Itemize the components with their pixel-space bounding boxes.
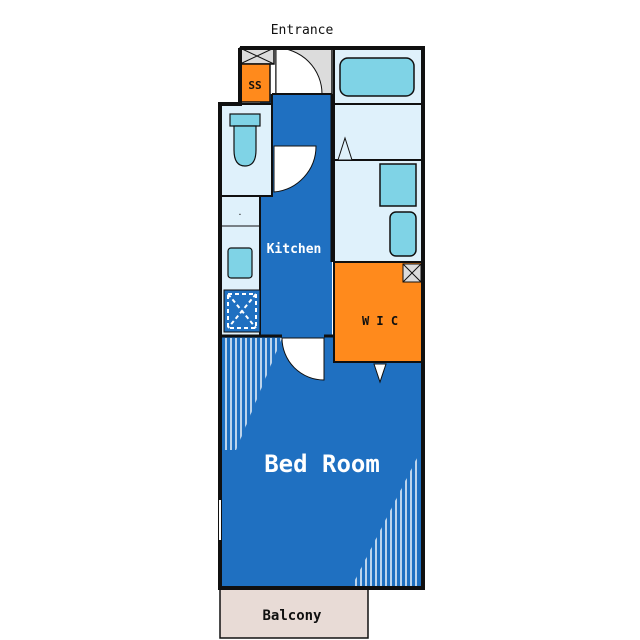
bathtub-icon [339,57,415,97]
toilet-tank-icon [229,113,261,127]
toilet-door-swing [273,145,317,193]
bedroom-label: Bed Room [264,450,380,478]
balcony-area [219,587,369,639]
washing-counter-icon [389,211,417,257]
kitchen-label: Kitchen [267,242,322,257]
balcony-label: Balcony [262,608,322,624]
toilet-icon [233,125,257,167]
shoe-storage [239,63,271,103]
wic-label: W I C [362,314,398,328]
wic-door-marker [373,363,387,384]
bedroom-door-swing [281,337,325,381]
sink-icon [227,247,253,279]
door-swing-bath [337,136,353,161]
outer-wall [218,46,425,590]
light-hatch-right [352,452,420,586]
entrance-label: Entrance [271,23,334,38]
stove-marks: · [238,210,241,221]
light-hatch-left [222,338,282,450]
washbasin-icon [379,163,417,207]
shoe-storage-label: SS [248,79,261,92]
